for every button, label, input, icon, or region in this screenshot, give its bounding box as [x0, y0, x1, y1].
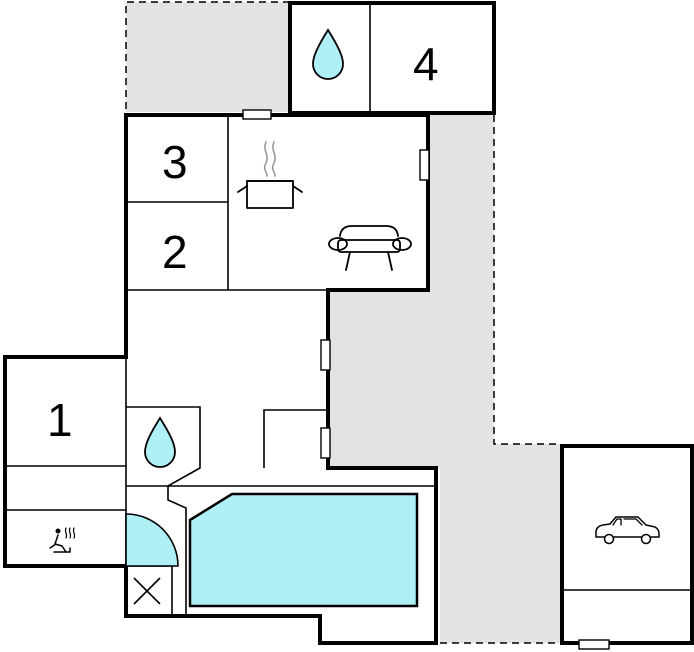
cooking-pot-icon — [237, 141, 303, 209]
car-icon — [595, 516, 660, 545]
main-building-walls — [3, 113, 438, 645]
room-number-1: 1 — [47, 394, 73, 446]
window — [578, 639, 610, 650]
outdoor-dashed-outline-top — [125, 1, 290, 112]
pool-outline — [188, 492, 419, 608]
outdoor-dashed-outline-right — [493, 115, 560, 445]
room-number-4: 4 — [413, 38, 439, 90]
window — [242, 109, 272, 120]
room-number-2: 2 — [162, 226, 188, 278]
water-drop-icon — [312, 28, 344, 80]
upper-block-walls — [288, 1, 496, 115]
cross-box-icon — [133, 577, 161, 605]
garage-walls — [560, 444, 694, 645]
pool — [190, 494, 417, 606]
sofa-icon — [328, 225, 412, 271]
wall-pool-enclosure — [167, 486, 187, 616]
room-number-3: 3 — [162, 136, 188, 188]
water-drop-icon — [144, 416, 176, 468]
door-swing — [125, 513, 179, 567]
wall-closet — [263, 409, 328, 468]
wall-bathroom-small — [126, 406, 201, 487]
window — [320, 339, 331, 371]
outdoor-area-right — [328, 115, 560, 643]
window — [320, 427, 331, 459]
sauna-icon — [49, 527, 76, 553]
window — [419, 149, 430, 181]
outdoor-area-top — [126, 2, 290, 112]
